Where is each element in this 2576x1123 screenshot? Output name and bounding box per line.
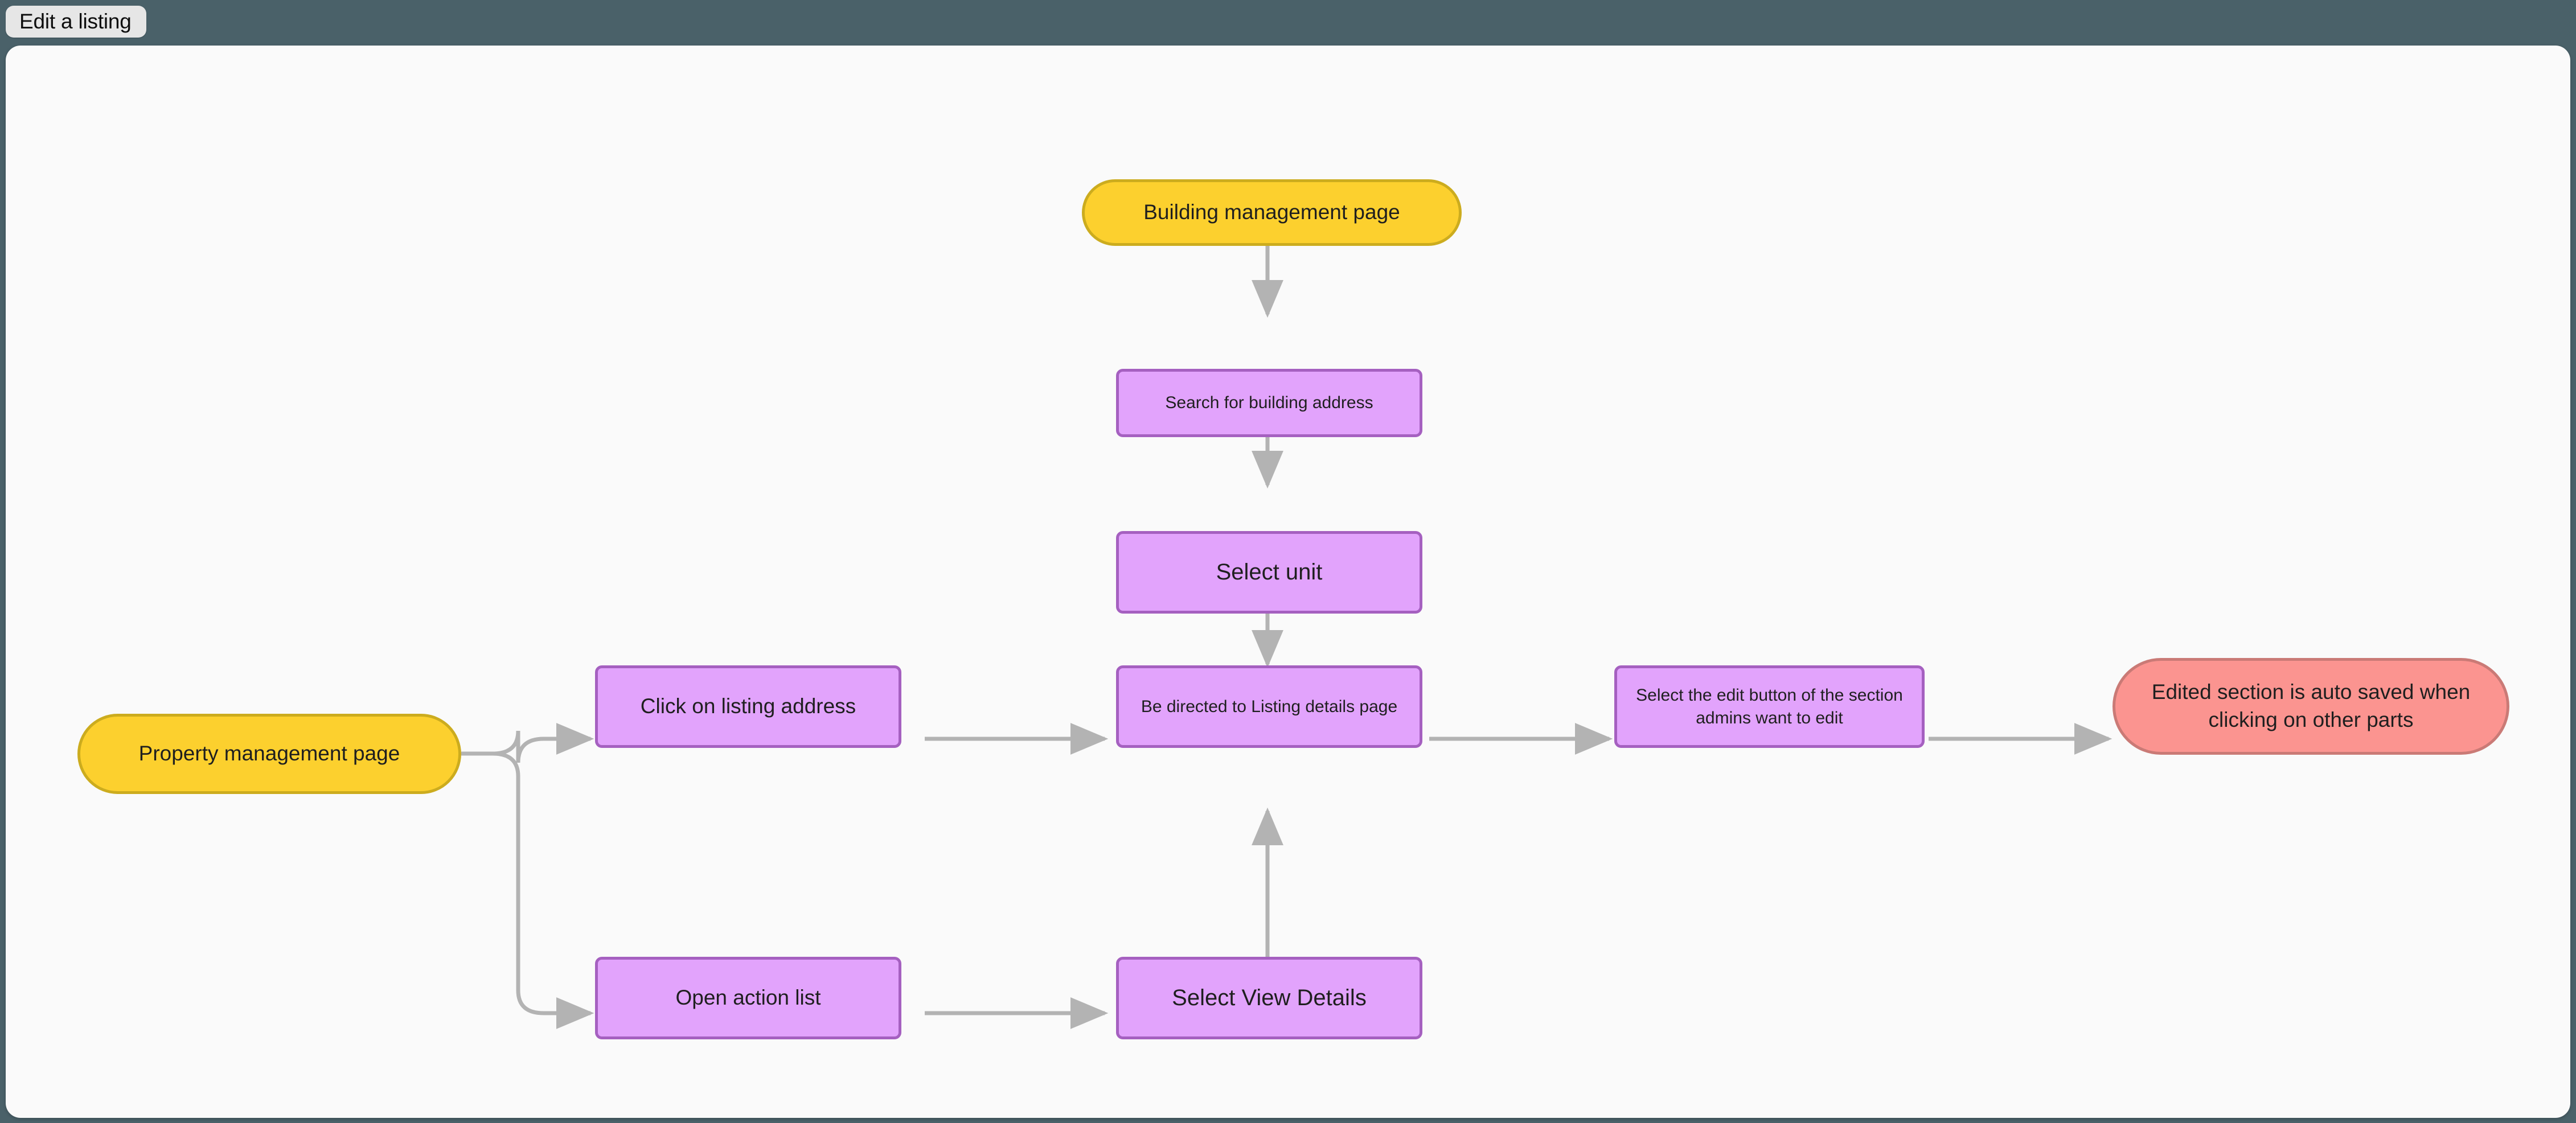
node-label: Search for building address — [1165, 393, 1373, 413]
node-search-building-address[interactable]: Search for building address — [1116, 369, 1422, 437]
node-label: Edited section is auto saved when clicki… — [2151, 680, 2471, 731]
node-label: Select View Details — [1172, 985, 1367, 1011]
node-listing-details-page[interactable]: Be directed to Listing details page — [1116, 665, 1422, 748]
flowchart-diagram: Building management page Search for buil… — [6, 46, 2570, 1118]
edge-property-to-click — [461, 723, 594, 763]
node-label: Open action list — [675, 986, 821, 1010]
node-open-action-list[interactable]: Open action list — [595, 957, 901, 1039]
edge-property-to-action — [461, 751, 594, 1029]
node-select-edit-button[interactable]: Select the edit button of the section ad… — [1614, 665, 1925, 748]
node-label: Building management page — [1143, 200, 1400, 224]
node-label: Be directed to Listing details page — [1141, 697, 1398, 716]
tab-label: Edit a listing — [19, 10, 132, 33]
node-click-listing-address[interactable]: Click on listing address — [595, 665, 901, 748]
node-auto-saved[interactable]: Edited section is auto saved when clicki… — [2113, 658, 2509, 755]
diagram-canvas-panel[interactable]: Building management page Search for buil… — [6, 46, 2570, 1118]
node-building-management-page[interactable]: Building management page — [1082, 179, 1462, 246]
node-label: Select the edit button of the section ad… — [1636, 685, 1903, 727]
node-select-view-details[interactable]: Select View Details — [1116, 957, 1422, 1039]
tab-strip: Edit a listing — [0, 0, 2576, 43]
node-property-management-page[interactable]: Property management page — [77, 714, 461, 794]
node-select-unit[interactable]: Select unit — [1116, 531, 1422, 614]
tab-edit-a-listing[interactable]: Edit a listing — [6, 6, 146, 38]
node-label: Property management page — [138, 742, 400, 766]
node-label: Select unit — [1216, 560, 1323, 585]
node-label: Click on listing address — [640, 694, 856, 718]
